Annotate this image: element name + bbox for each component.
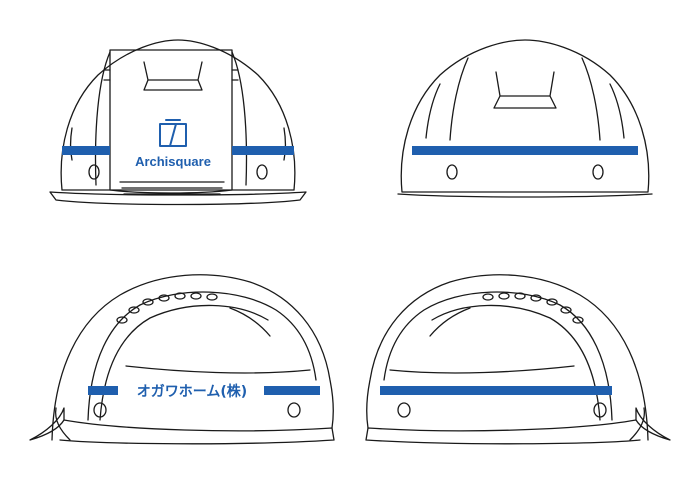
right-side-hole-front <box>593 402 607 418</box>
front-right-hole <box>256 164 268 180</box>
right-side-vent-holes <box>482 292 584 324</box>
right-side-brim <box>635 407 671 441</box>
front-stripe-left <box>62 146 110 155</box>
left-side-stripe-right <box>264 386 320 395</box>
left-side-arch <box>87 291 317 421</box>
archisquare-logo-icon <box>159 119 187 147</box>
left-side-stripe-left <box>88 386 118 395</box>
back-stripe <box>412 146 638 155</box>
front-left-ridge <box>94 51 111 186</box>
right-side-arch <box>383 291 613 421</box>
back-shell-outline <box>400 39 650 193</box>
helmet-left-side-view <box>29 274 335 445</box>
right-side-hole-back <box>397 402 411 418</box>
right-side-stripe <box>380 386 612 395</box>
front-stripe-right <box>232 146 294 155</box>
helmet-back-view <box>397 39 653 198</box>
back-brim <box>397 193 653 198</box>
helmet-front-view <box>49 39 307 206</box>
back-right-hole <box>592 164 604 180</box>
front-center-panel <box>109 49 233 194</box>
right-side-shell-outline <box>366 274 649 441</box>
helmet-right-side-view <box>365 274 671 445</box>
company-name-text: オガワホーム(株) <box>137 383 247 400</box>
left-side-hole-front <box>93 402 107 418</box>
front-shell-outline <box>60 39 296 191</box>
left-side-shell-outline <box>51 274 334 441</box>
front-right-ridge <box>231 51 248 186</box>
front-grille <box>119 181 225 195</box>
left-side-hole-back <box>287 402 301 418</box>
back-top-vent <box>493 71 557 109</box>
front-left-hole <box>88 164 100 180</box>
front-top-vent <box>143 61 203 91</box>
back-left-hole <box>446 164 458 180</box>
archisquare-logo-text: Archisquare <box>135 154 211 169</box>
left-side-vent-holes <box>116 292 218 324</box>
left-side-brim <box>29 407 65 441</box>
